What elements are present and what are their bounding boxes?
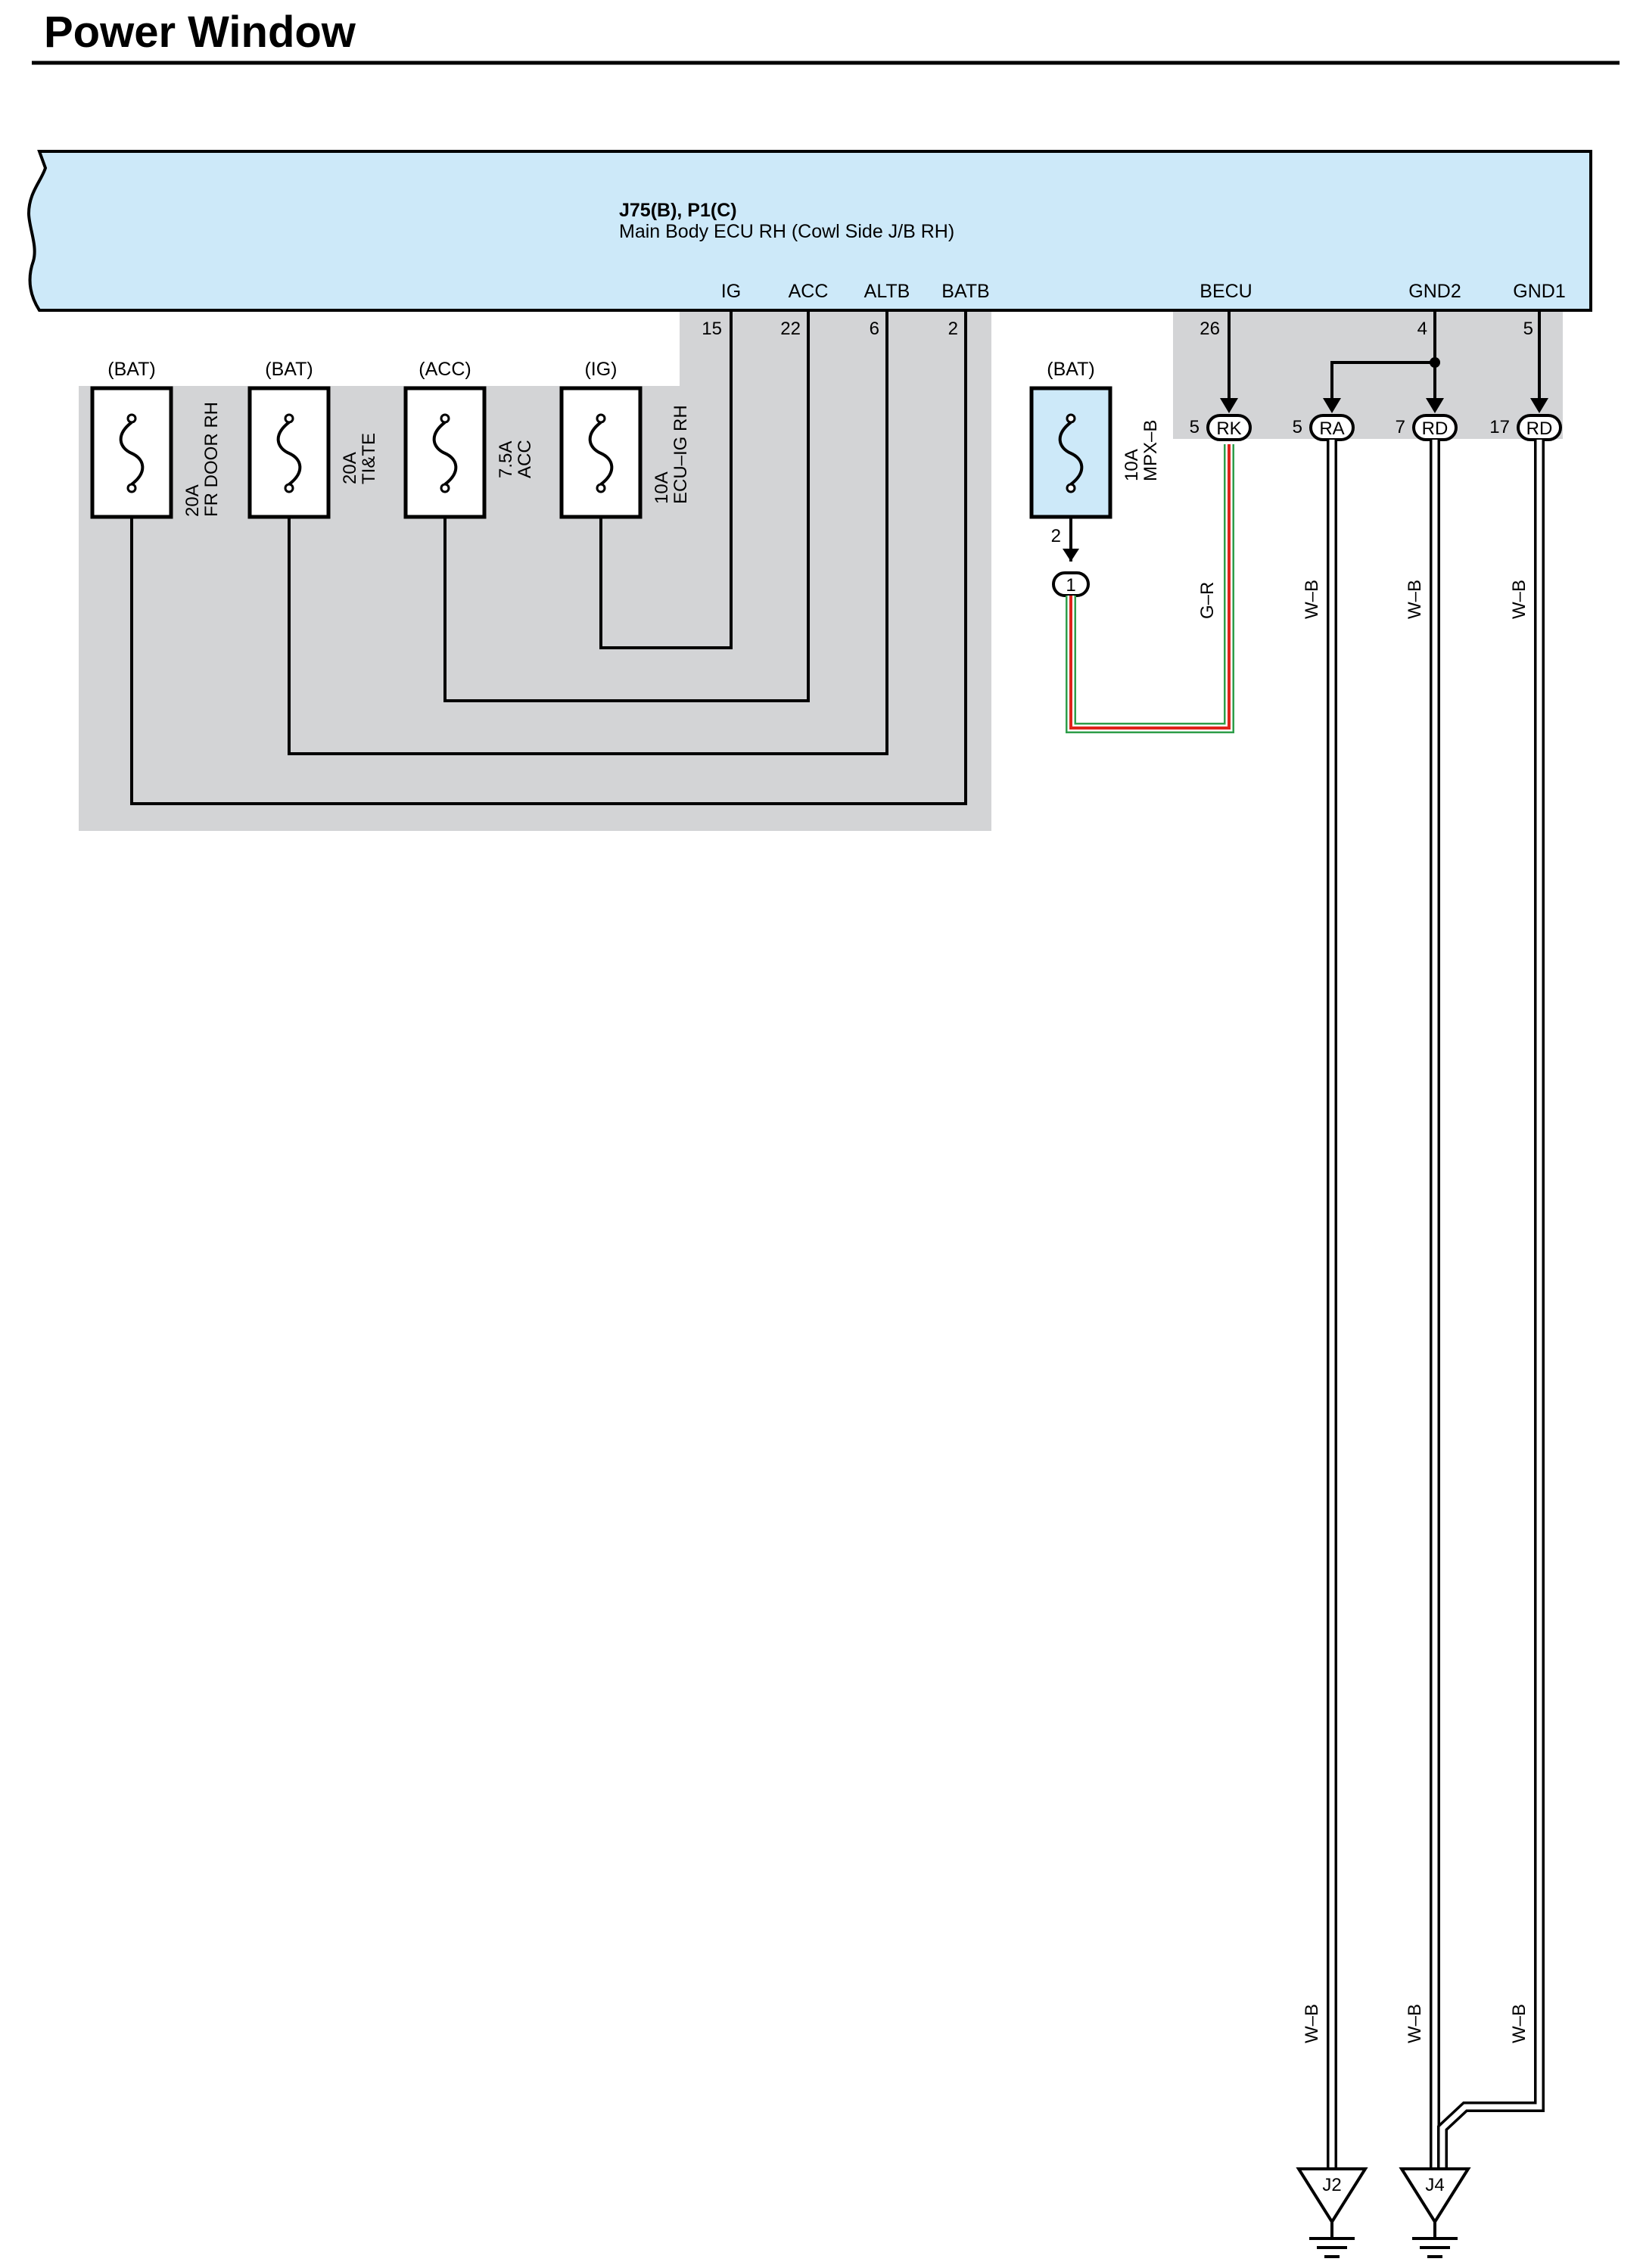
- connector-pin: 5: [1190, 417, 1200, 437]
- wire-code-w-b: W–B: [1405, 2004, 1425, 2043]
- connector-pin: 7: [1396, 417, 1405, 437]
- wire-code-g-r: G–R: [1197, 582, 1218, 619]
- fuse-name: TI&TE: [359, 433, 379, 484]
- ground-j4: J4: [1399, 2167, 1471, 2258]
- wire-code-w-b: W–B: [1302, 2004, 1322, 2043]
- wire-w-b-rd-17: [1437, 440, 1545, 2193]
- fuse-name: ACC: [515, 440, 535, 478]
- pin-ig: 15: [702, 319, 722, 339]
- fuse-name: MPX–B: [1140, 420, 1161, 481]
- wire-code-w-b: W–B: [1405, 580, 1425, 619]
- terminal-label-batb: BATB: [941, 281, 989, 302]
- pin-batb: 2: [948, 319, 958, 339]
- pin-altb: 6: [870, 319, 879, 339]
- arrow-down-icon: [1063, 549, 1079, 562]
- fuse-icon: [432, 421, 458, 486]
- wire-code-w-b: W–B: [1302, 580, 1322, 619]
- wire-code-w-b: W–B: [1509, 2004, 1529, 2043]
- arrow-down-icon: [1426, 398, 1444, 413]
- terminal-label-altb: ALTB: [864, 281, 910, 302]
- fuse-mpx-b: (BAT) 10A MPX–B 2 1: [1029, 359, 1161, 597]
- fuse-ecu-ig-rh: (IG) 10A ECU–IG RH: [559, 359, 691, 519]
- fuse-rating: 20A: [340, 452, 360, 484]
- fuse-icon: [119, 421, 145, 486]
- wire-acc: [443, 310, 810, 702]
- connector-code: RK: [1216, 418, 1241, 439]
- fuse-icon: [276, 421, 302, 486]
- fuse-name: FR DOOR RH: [201, 402, 222, 517]
- ground-code: J4: [1425, 2175, 1444, 2195]
- fuse-supply: (BAT): [107, 359, 155, 380]
- wire-ig: [599, 310, 733, 649]
- ground-code: J2: [1322, 2175, 1341, 2195]
- fuse-rating: 7.5A: [496, 441, 516, 478]
- arrow-down-icon: [1323, 398, 1341, 413]
- terminal-label-gnd2: GND2: [1408, 281, 1461, 302]
- fuse-name: ECU–IG RH: [671, 405, 691, 504]
- arrow-down-icon: [1530, 398, 1548, 413]
- wire-batb: [130, 310, 967, 805]
- fuse-tite: (BAT) 20A TI&TE: [247, 359, 379, 519]
- fuse-fr-door-rh: (BAT) 20A FR DOOR RH: [90, 359, 222, 519]
- fuse-rating: 20A: [182, 484, 203, 517]
- pin-gnd2: 4: [1417, 319, 1427, 339]
- connector-rd-17: 17 RD: [1489, 414, 1562, 441]
- fuse-rating: 10A: [1122, 449, 1142, 481]
- terminal-label-becu: BECU: [1200, 281, 1252, 302]
- ecu-connector-ref: J75(B), P1(C): [619, 200, 737, 221]
- fuse-out-pin: 2: [1051, 526, 1061, 546]
- ecu-box: [26, 150, 1592, 312]
- connector-code: RA: [1319, 418, 1344, 439]
- ecu-name: Main Body ECU RH (Cowl Side J/B RH): [619, 221, 954, 242]
- fuse-icon: [588, 421, 614, 486]
- pin-acc: 22: [780, 319, 801, 339]
- wire-altb: [288, 310, 888, 755]
- fuse-supply: (BAT): [265, 359, 313, 380]
- arrow-down-icon: [1220, 398, 1238, 413]
- connector-code: RD: [1422, 418, 1449, 439]
- pin-becu: 26: [1200, 319, 1220, 339]
- wire-code-w-b: W–B: [1509, 580, 1529, 619]
- fuse-supply: (BAT): [1047, 359, 1094, 380]
- page-title: Power Window: [44, 8, 356, 57]
- connector-rk: 5 RK: [1190, 414, 1252, 441]
- connector-ra: 5 RA: [1293, 414, 1355, 441]
- terminal-label-acc: ACC: [789, 281, 829, 302]
- fuse-supply: (IG): [584, 359, 617, 380]
- fuse-supply: (ACC): [419, 359, 471, 380]
- connector-code: RD: [1526, 418, 1553, 439]
- connector-rd-7: 7 RD: [1396, 414, 1458, 441]
- connector-pin: 1: [1066, 575, 1075, 596]
- pin-gnd1: 5: [1523, 319, 1533, 339]
- connector-pin: 5: [1293, 417, 1302, 437]
- terminal-label-ig: IG: [721, 281, 741, 302]
- connector-pin: 17: [1489, 417, 1510, 437]
- fuse-rating: 10A: [652, 471, 672, 504]
- terminal-label-gnd1: GND1: [1513, 281, 1565, 302]
- ground-j2: J2: [1296, 2167, 1368, 2258]
- fuse-acc: (ACC) 7.5A ACC: [403, 359, 535, 519]
- wire-gnd2-branch: [1330, 361, 1435, 401]
- fuse-icon: [1058, 421, 1084, 486]
